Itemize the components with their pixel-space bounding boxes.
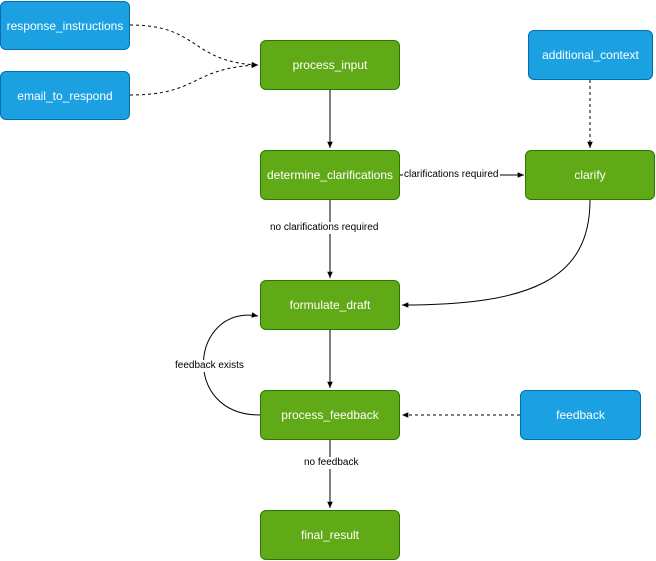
edge-response-instructions-to-process-input [129,24,259,68]
node-email-to-respond: email_to_respond [0,71,130,120]
node-additional-context-label: additional_context [542,48,639,62]
edge-label-feedback-exists: feedback exists [174,360,245,372]
edge-clarify-to-formulate-draft [401,199,591,308]
node-formulate-draft: formulate_draft [260,280,400,330]
node-formulate-draft-label: formulate_draft [289,298,371,312]
node-process-input-label: process_input [292,58,368,72]
node-determine-clarifications-label: determine_clarifications [266,168,394,182]
edge-label-no-clarifications-required: no clarifications required [269,222,380,234]
node-process-feedback-label: process_feedback [281,408,379,422]
node-response-instructions: response_instructions [0,1,130,50]
node-feedback-label: feedback [556,408,605,422]
node-determine-clarifications: determine_clarifications [260,150,400,200]
node-additional-context: additional_context [528,30,653,80]
node-email-to-respond-label: email_to_respond [17,88,113,103]
edge-label-no-feedback: no feedback [303,457,360,469]
node-clarify-label: clarify [574,168,606,182]
node-clarify: clarify [525,150,655,200]
node-process-feedback: process_feedback [260,390,400,440]
node-final-result-label: final_result [300,528,360,542]
edge-email-to-respond-to-process-input [129,62,259,96]
node-feedback: feedback [520,390,641,440]
edge-label-clarifications-required: clarifications required [403,169,500,181]
node-response-instructions-label: response_instructions [6,18,124,33]
node-final-result: final_result [260,510,400,560]
node-process-input: process_input [260,40,400,90]
